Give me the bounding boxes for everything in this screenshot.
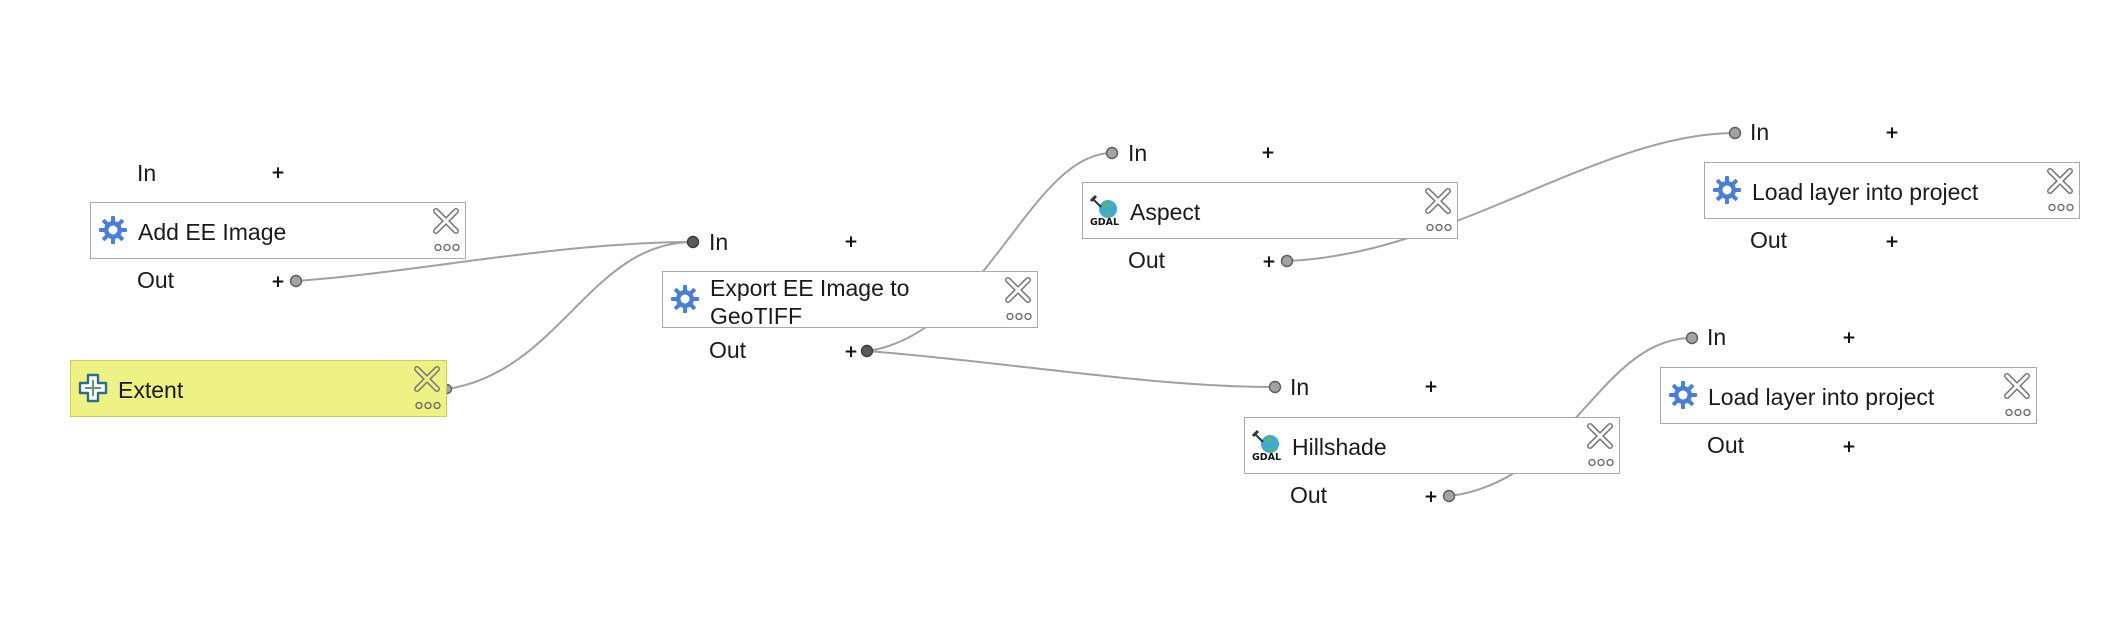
connection-wire bbox=[1448, 337, 1693, 497]
node-title: Add EE Image bbox=[138, 218, 287, 245]
aspect-out-port[interactable] bbox=[1280, 254, 1294, 268]
load-layer-top-out-label: Out bbox=[1750, 227, 1788, 253]
svg-text:GDAL: GDAL bbox=[1090, 217, 1119, 226]
add-ee-image-in-expand-button[interactable]: + bbox=[270, 163, 286, 183]
hillshade-in-expand-button[interactable]: + bbox=[1423, 377, 1439, 397]
aspect-in-port[interactable] bbox=[1105, 146, 1119, 160]
aspect-node[interactable]: GDAL Aspect bbox=[1082, 182, 1458, 239]
load-layer-bottom-out-label: Out bbox=[1707, 432, 1745, 458]
hillshade-node[interactable]: GDAL Hillshade bbox=[1244, 417, 1620, 474]
more-options-icon[interactable] bbox=[1588, 458, 1614, 467]
more-options-icon[interactable] bbox=[1006, 312, 1032, 321]
hillshade-out-label: Out bbox=[1290, 482, 1328, 508]
hillshade-out-expand-button[interactable]: + bbox=[1423, 487, 1439, 507]
node-title: Load layer into project bbox=[1708, 383, 1935, 410]
more-options-icon[interactable] bbox=[434, 243, 460, 252]
plus-cross-icon bbox=[78, 373, 108, 403]
svg-text:GDAL: GDAL bbox=[1252, 452, 1281, 461]
load-layer-top-in-port[interactable] bbox=[1728, 126, 1742, 140]
export-in-port[interactable] bbox=[686, 235, 700, 249]
load-layer-bottom-out-expand-button[interactable]: + bbox=[1841, 437, 1857, 457]
close-icon[interactable] bbox=[1005, 277, 1031, 303]
close-icon[interactable] bbox=[1587, 423, 1613, 449]
load-layer-top-node[interactable]: Load layer into project bbox=[1704, 162, 2080, 219]
close-icon[interactable] bbox=[433, 208, 459, 234]
gdal-icon: GDAL bbox=[1089, 194, 1119, 226]
more-options-icon[interactable] bbox=[2005, 408, 2031, 417]
node-title: Hillshade bbox=[1292, 433, 1387, 460]
extent-parameter-node[interactable]: Extent bbox=[70, 360, 447, 417]
aspect-out-expand-button[interactable]: + bbox=[1261, 252, 1277, 272]
add-ee-image-out-label: Out bbox=[137, 267, 175, 293]
node-title: Export EE Image to GeoTIFF bbox=[710, 275, 910, 329]
hillshade-in-label: In bbox=[1290, 374, 1310, 400]
close-icon[interactable] bbox=[1425, 188, 1451, 214]
export-out-label: Out bbox=[709, 337, 747, 363]
aspect-in-label: In bbox=[1128, 140, 1148, 166]
add-ee-image-out-port[interactable] bbox=[289, 274, 303, 288]
connection-wire bbox=[1286, 132, 1736, 262]
add-ee-image-out-expand-button[interactable]: + bbox=[270, 272, 286, 292]
connection-wire bbox=[866, 350, 1276, 388]
aspect-in-expand-button[interactable]: + bbox=[1260, 143, 1276, 163]
load-layer-top-in-label: In bbox=[1750, 119, 1770, 145]
connection-wire bbox=[446, 241, 694, 390]
load-layer-top-in-expand-button[interactable]: + bbox=[1884, 123, 1900, 143]
export-ee-image-node[interactable]: Export EE Image to GeoTIFF bbox=[662, 271, 1038, 329]
close-icon[interactable] bbox=[2047, 168, 2073, 194]
add-ee-image-in-label: In bbox=[137, 160, 157, 186]
close-icon[interactable] bbox=[2004, 373, 2030, 399]
load-layer-bottom-in-expand-button[interactable]: + bbox=[1841, 328, 1857, 348]
load-layer-bottom-node[interactable]: Load layer into project bbox=[1660, 367, 2037, 424]
load-layer-top-out-expand-button[interactable]: + bbox=[1884, 232, 1900, 252]
node-title: Aspect bbox=[1130, 198, 1201, 225]
node-title: Extent bbox=[118, 376, 184, 403]
gdal-icon: GDAL bbox=[1251, 429, 1281, 461]
export-in-expand-button[interactable]: + bbox=[843, 232, 859, 252]
load-layer-bottom-in-port[interactable] bbox=[1685, 331, 1699, 345]
hillshade-out-port[interactable] bbox=[1442, 489, 1456, 503]
gear-icon bbox=[1713, 176, 1741, 204]
load-layer-bottom-in-label: In bbox=[1707, 324, 1727, 350]
export-in-label: In bbox=[709, 229, 729, 255]
export-out-expand-button[interactable]: + bbox=[843, 342, 859, 362]
node-title: Load layer into project bbox=[1752, 178, 1979, 205]
aspect-out-label: Out bbox=[1128, 247, 1166, 273]
more-options-icon[interactable] bbox=[415, 401, 441, 410]
gear-icon bbox=[1669, 381, 1697, 409]
close-icon[interactable] bbox=[414, 366, 440, 392]
gear-icon bbox=[671, 285, 699, 313]
more-options-icon[interactable] bbox=[2048, 203, 2074, 212]
export-out-port[interactable] bbox=[860, 344, 874, 358]
connection-wire bbox=[295, 241, 694, 282]
more-options-icon[interactable] bbox=[1426, 223, 1452, 232]
gear-icon bbox=[99, 216, 127, 244]
hillshade-in-port[interactable] bbox=[1268, 380, 1282, 394]
add-ee-image-node[interactable]: Add EE Image bbox=[90, 202, 466, 259]
connection-wire bbox=[866, 152, 1113, 352]
